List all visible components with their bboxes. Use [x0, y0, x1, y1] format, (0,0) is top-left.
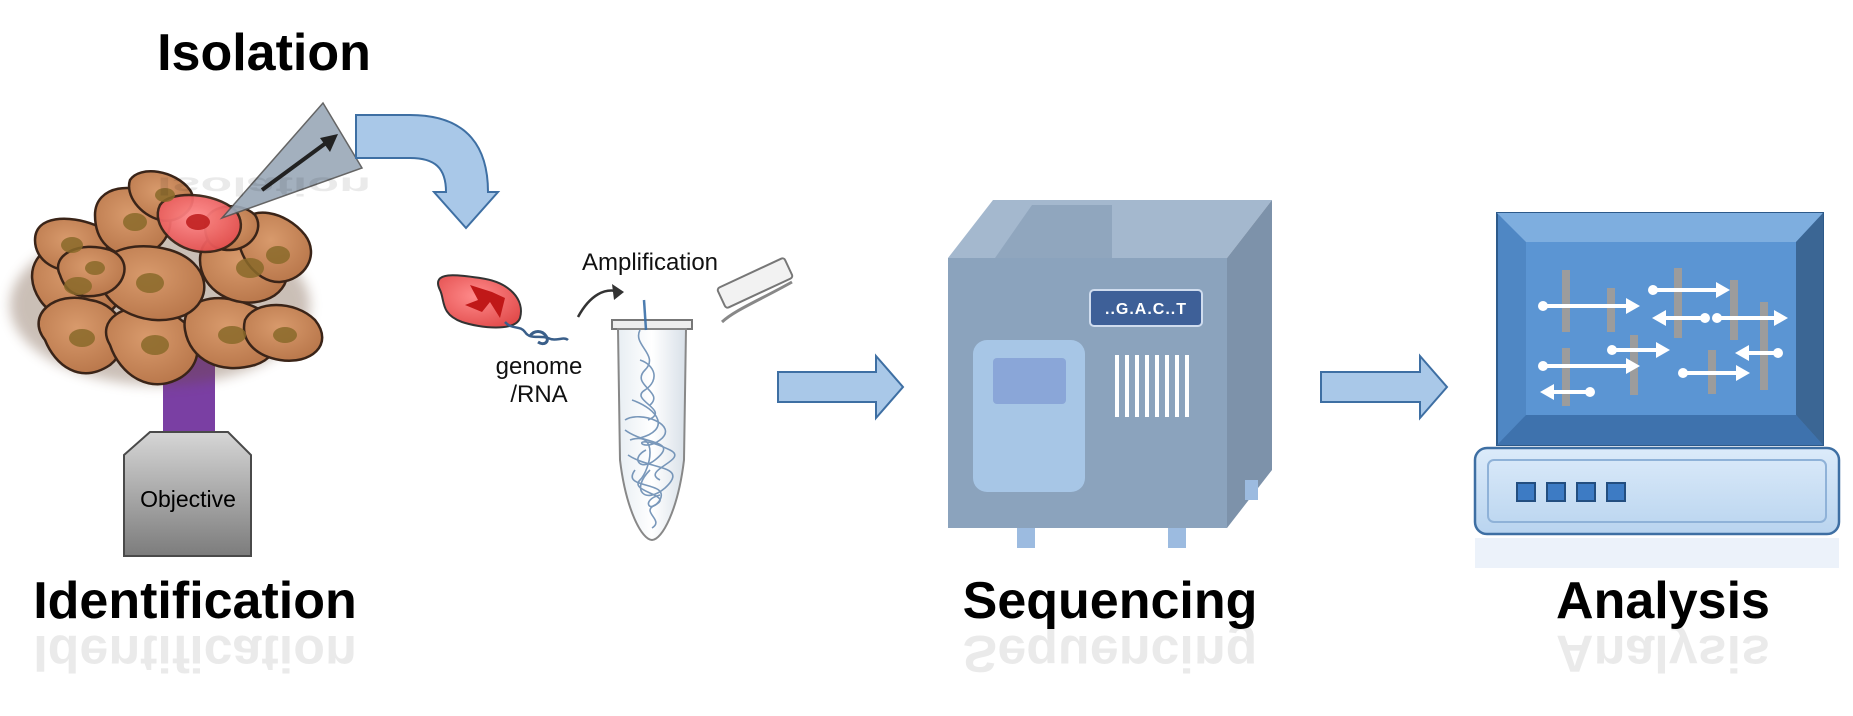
pcr-tube: [611, 257, 794, 542]
isolation-curved-arrow: [355, 114, 501, 230]
computer-button-2: [1546, 482, 1566, 502]
step-title-identification-reflection: Identification: [33, 624, 357, 682]
isolated-cell: [437, 274, 569, 346]
arrow-to-analysis: [1320, 353, 1449, 421]
computer-button-3: [1576, 482, 1596, 502]
step-title-sequencing-reflection: Sequencing: [963, 624, 1258, 682]
computer-button-4: [1606, 482, 1626, 502]
genome-label-line1: genome: [496, 353, 583, 380]
sequence-display: ..G.A.C..T: [1105, 301, 1187, 318]
monitor-screen: [1526, 242, 1796, 415]
genome-label-line2: /RNA: [510, 381, 567, 408]
step-title-isolation-reflection: Isolation: [157, 172, 371, 201]
step-title-identification: Identification: [33, 572, 357, 630]
objective-body: [123, 431, 252, 557]
cell-cluster: [10, 170, 324, 386]
sequencer-machine: ..G.A.C..T: [948, 200, 1272, 548]
step-title-analysis-reflection: Analysis: [1556, 624, 1770, 682]
amplification-label: Amplification: [582, 249, 718, 276]
step-title-sequencing: Sequencing: [963, 572, 1258, 630]
arrow-to-sequencing: [777, 353, 905, 421]
isolation-pipette: [219, 101, 364, 220]
objective-label: Objective: [140, 486, 236, 512]
step-title-isolation: Isolation: [157, 24, 371, 82]
analysis-computer: [1473, 212, 1841, 568]
computer-button-1: [1516, 482, 1536, 502]
step-title-analysis: Analysis: [1556, 572, 1770, 630]
